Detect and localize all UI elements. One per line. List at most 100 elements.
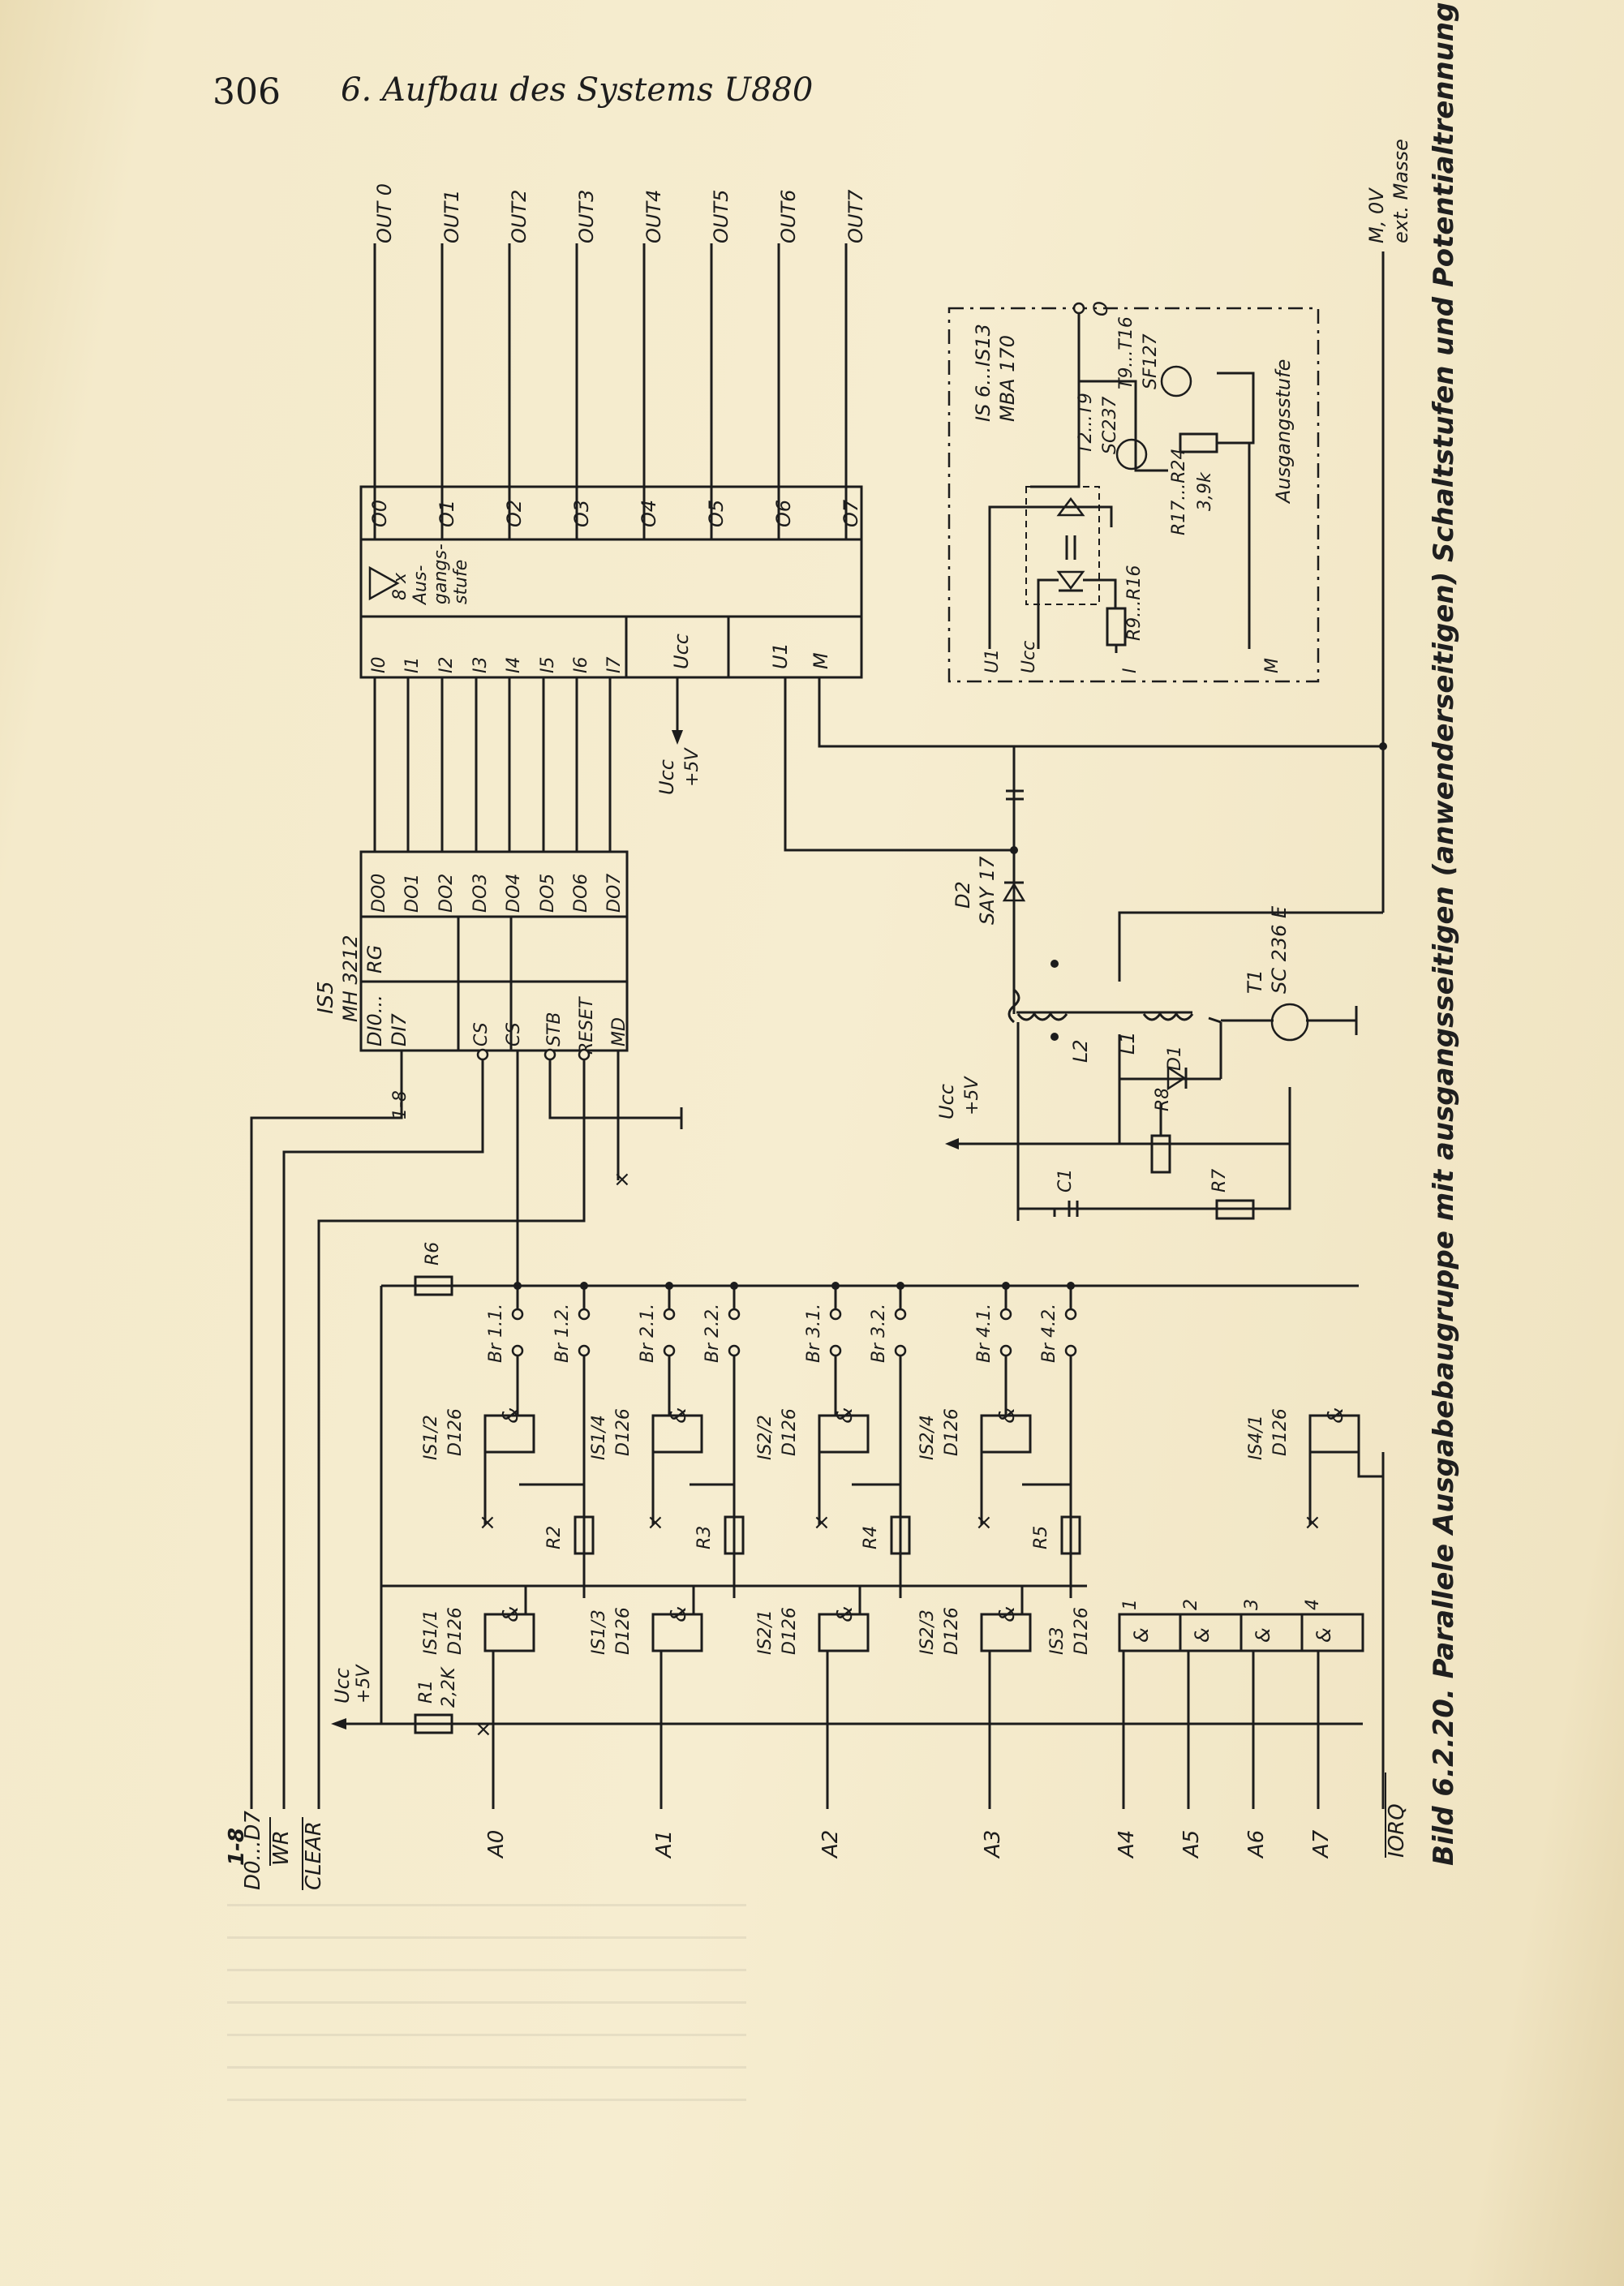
resistor-mid-label-0: R2 [544, 1526, 565, 1549]
diode-d2 [1002, 882, 1026, 902]
d2-type: SAY 17 [976, 856, 999, 925]
stb-wire [548, 1059, 681, 1119]
bridge-terminal-top-0 [511, 1308, 524, 1321]
gate-bot-1 [651, 1613, 703, 1652]
cs-terminal [476, 1048, 489, 1061]
c1-label: C1 [1055, 1169, 1076, 1192]
address-label-7: A7 [1309, 1829, 1334, 1859]
address-label-3: A3 [981, 1830, 1005, 1859]
input-pin-label-4: I4 [504, 657, 524, 674]
t1-label: T1 [1244, 969, 1266, 994]
detail-stage-label: Ausgangsstufe [1272, 359, 1295, 505]
detail-wire [1079, 380, 1137, 422]
latch-cs1: CS [471, 1022, 492, 1046]
resistor-r6 [414, 1275, 453, 1296]
gate-bot-0 [483, 1613, 535, 1652]
gate-bot-3 [980, 1613, 1032, 1652]
resistor-r7 [1215, 1199, 1255, 1220]
bridge-terminal-bot-6 [999, 1344, 1012, 1357]
bridge-terminal-top-6 [999, 1308, 1012, 1321]
opto-led [1056, 570, 1085, 591]
output-label-4: OUT4 [642, 190, 665, 243]
coil-l2 [1016, 1012, 1068, 1021]
latch-md: MD [609, 1017, 629, 1046]
detail-box [947, 307, 1320, 683]
gate-top-name-3: IS2/4 [917, 1415, 938, 1460]
latch-di7: DI7 [388, 1012, 410, 1046]
gate-nc-cross-1: × [647, 1510, 664, 1535]
bridge-label-4: Br 3.1. [804, 1304, 824, 1363]
decoder-ucc-arrow [331, 1718, 346, 1730]
ps-ucc-label: Ucc [935, 1084, 958, 1119]
iorq-wire [1357, 1452, 1383, 1478]
latch-do-1: DO1 [402, 874, 423, 913]
gate-bot-and-2: & [833, 1606, 857, 1622]
bus-label-wr: WR [269, 1830, 294, 1866]
detail-tb-name: T9...T16 [1116, 316, 1136, 389]
block-title-4: stufe [451, 560, 471, 604]
bridge-label-1: Br 1.2. [552, 1304, 573, 1363]
latch-do-3: DO3 [470, 874, 491, 913]
bleed-through-text [227, 1890, 746, 2101]
detail-wire [1134, 422, 1168, 472]
output-label-6: OUT6 [777, 190, 800, 243]
detail-pin-i: I [1120, 668, 1141, 674]
gate-bot-type-2: D126 [780, 1607, 800, 1655]
input-pin-label-3: I3 [470, 657, 491, 674]
l2-label: L2 [1069, 1039, 1092, 1063]
input-pin-label-6: I6 [571, 657, 591, 674]
ps-dot [1010, 846, 1018, 854]
u1-wire [784, 677, 1014, 852]
gate-bot-2 [818, 1613, 870, 1652]
ps-wire [1118, 1079, 1290, 1145]
bridge-terminal-bot-1 [578, 1344, 591, 1357]
is3-number-1: 2 [1181, 1599, 1201, 1610]
opto-phototransistor [1056, 496, 1085, 517]
detail-ra-value: 3,9k [1195, 471, 1215, 511]
amplifier-triangle [368, 565, 400, 601]
ps-wire [1118, 911, 1383, 982]
latch-do-5: DO5 [538, 874, 558, 913]
gate-bot-name-3: IS2/3 [917, 1609, 938, 1655]
gate-nc-cross-2: × [813, 1510, 831, 1535]
latch-do-2: DO2 [436, 874, 457, 913]
ps-5v-label: +5V [962, 1076, 982, 1115]
latch-di0: DI0... [363, 995, 386, 1046]
detail-ra-name: R17...R24 [1169, 448, 1189, 535]
gate-nc-cross-0: × [479, 1510, 496, 1535]
output-label-0: OUT 0 [373, 183, 396, 243]
gate-top-2 [818, 1414, 870, 1454]
gate-top-1 [651, 1414, 703, 1454]
bridge-terminal-bot-0 [511, 1344, 524, 1357]
detail-output-terminal [1072, 302, 1085, 315]
gate-top-type-2: D126 [780, 1408, 800, 1456]
transformer-dot [1050, 960, 1059, 968]
gate-top-4 [1308, 1414, 1360, 1454]
d2-label: D2 [952, 881, 974, 909]
gate-top-and-0: & [499, 1407, 523, 1424]
gate-top-type-0: D126 [445, 1408, 466, 1456]
block-title-1: 8 x [390, 572, 410, 600]
detail-pin-ucc: Ucc [1019, 641, 1039, 673]
decoder-ucc-label: Ucc [331, 1668, 354, 1704]
block-u1-label: U1 [769, 642, 792, 669]
address-label-0: A0 [484, 1830, 509, 1859]
supply-ucc: Ucc [655, 759, 678, 795]
gate-bot-name-0: IS1/1 [421, 1609, 441, 1655]
bridge-terminal-bot-5 [894, 1344, 907, 1357]
gate-top-and-4: & [1324, 1407, 1348, 1424]
r1-value: 2,2K [439, 1666, 459, 1708]
latch-do-4: DO4 [504, 874, 524, 913]
output-label-7: OUT7 [844, 189, 867, 243]
output-pin-label-0: O0 [368, 500, 391, 527]
resistor-mid-label-2: R4 [861, 1526, 881, 1549]
output-pin-label-4: O4 [638, 500, 660, 527]
gate-nc-cross-3: × [975, 1510, 993, 1535]
ground-label: M, 0V [1365, 187, 1388, 243]
detail-wire [1217, 372, 1255, 445]
gate-bot-and-0: & [499, 1606, 523, 1622]
clear-line [317, 1059, 586, 1809]
latch-cs2: CS [504, 1022, 524, 1046]
diode-d1 [1166, 1065, 1187, 1091]
gate-bot-type-0: D126 [445, 1607, 466, 1655]
